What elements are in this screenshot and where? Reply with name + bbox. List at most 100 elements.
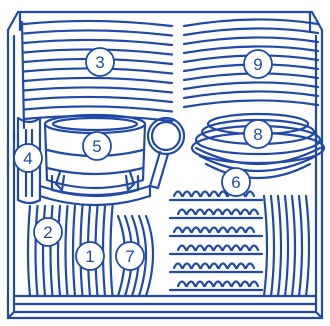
cutlery-item bbox=[210, 192, 218, 197]
cutlery-rack-6 bbox=[170, 192, 262, 291]
callout-3-label: 3 bbox=[95, 53, 104, 72]
cutlery-item bbox=[210, 264, 218, 269]
plate-edge bbox=[271, 196, 274, 296]
cutlery-item bbox=[237, 228, 245, 233]
plate-edge bbox=[24, 87, 172, 92]
cutlery-item bbox=[228, 264, 236, 269]
plate-edge bbox=[292, 196, 295, 296]
cutlery-item bbox=[246, 228, 254, 233]
callout-9-label: 9 bbox=[253, 55, 262, 74]
callout-5-label: 5 bbox=[92, 137, 101, 156]
cutlery-item bbox=[214, 210, 222, 215]
plate-stack-side bbox=[22, 22, 24, 128]
cutlery-item bbox=[187, 246, 195, 251]
cutlery-item bbox=[210, 228, 218, 233]
callout-6-label: 6 bbox=[231, 173, 240, 192]
plate-edge bbox=[184, 82, 318, 89]
cutlery-item bbox=[219, 264, 227, 269]
plate-edge bbox=[184, 91, 318, 98]
cutlery-item bbox=[214, 282, 222, 287]
cutlery-item bbox=[183, 192, 191, 197]
cutlery-item bbox=[232, 210, 240, 215]
cutlery-item bbox=[250, 210, 258, 215]
callout-2: 2 bbox=[34, 218, 62, 246]
cutlery-item bbox=[246, 192, 254, 197]
cutlery-item bbox=[187, 210, 195, 215]
callout-7-label: 7 bbox=[125, 247, 134, 266]
cutlery-item bbox=[178, 246, 186, 251]
callout-1: 1 bbox=[76, 242, 104, 270]
cutlery-item bbox=[214, 246, 222, 251]
cutlery-item bbox=[174, 192, 182, 197]
cutlery-item bbox=[196, 282, 204, 287]
cutlery-item bbox=[237, 264, 245, 269]
cutlery-item bbox=[201, 264, 209, 269]
cutlery-item bbox=[201, 228, 209, 233]
callout-4-label: 4 bbox=[23, 149, 32, 168]
callout-8-label: 8 bbox=[253, 125, 262, 144]
cutlery-item bbox=[241, 210, 249, 215]
cutlery-item bbox=[205, 246, 213, 251]
cutlery-item bbox=[241, 246, 249, 251]
plate-edge bbox=[36, 206, 38, 296]
cutlery-item bbox=[205, 210, 213, 215]
plate-edge bbox=[299, 196, 302, 296]
callout-1-label: 1 bbox=[85, 247, 94, 266]
plate-edge bbox=[184, 100, 318, 107]
cutlery-item bbox=[187, 282, 195, 287]
cutlery-item bbox=[178, 210, 186, 215]
plate-edge bbox=[24, 97, 172, 102]
plate-edge bbox=[306, 196, 309, 296]
plate-edge bbox=[278, 196, 281, 296]
cutlery-item bbox=[241, 282, 249, 287]
plate-edge bbox=[184, 28, 318, 35]
plate-edge bbox=[24, 30, 172, 35]
plate-edge bbox=[73, 206, 75, 296]
plate-edge bbox=[28, 206, 30, 296]
plates-lower-right bbox=[264, 196, 309, 296]
cutlery-item bbox=[232, 282, 240, 287]
cutlery-item bbox=[183, 264, 191, 269]
cutlery-item bbox=[228, 228, 236, 233]
plate-edge bbox=[24, 78, 172, 83]
cutlery-item bbox=[174, 264, 182, 269]
callout-9: 9 bbox=[244, 50, 272, 78]
cutlery-item bbox=[223, 210, 231, 215]
cutlery-item bbox=[223, 282, 231, 287]
cutlery-item bbox=[201, 192, 209, 197]
plate-edge bbox=[24, 40, 172, 45]
cutlery-item bbox=[192, 264, 200, 269]
plate-edge bbox=[66, 206, 68, 296]
cutlery-item bbox=[178, 282, 186, 287]
lower-rack-rail bbox=[14, 296, 316, 304]
cutlery-item bbox=[183, 228, 191, 233]
saucepan bbox=[148, 118, 184, 188]
cutlery-item bbox=[250, 282, 258, 287]
plate-edge bbox=[285, 196, 288, 296]
cutlery-item bbox=[196, 210, 204, 215]
plate-edge bbox=[58, 206, 60, 296]
callout-5: 5 bbox=[83, 132, 111, 160]
cutlery-item bbox=[219, 228, 227, 233]
cutlery-item bbox=[232, 246, 240, 251]
callout-4: 4 bbox=[14, 144, 42, 172]
callout-6: 6 bbox=[222, 168, 250, 196]
callout-8: 8 bbox=[244, 120, 272, 148]
callout-2-label: 2 bbox=[43, 223, 52, 242]
plate-edge bbox=[184, 37, 318, 44]
plate-edge bbox=[24, 106, 172, 111]
cutlery-item bbox=[196, 246, 204, 251]
cutlery-item bbox=[223, 246, 231, 251]
plate-edge bbox=[24, 21, 172, 26]
cutlery-item bbox=[250, 246, 258, 251]
cutlery-item bbox=[246, 264, 254, 269]
cutlery-item bbox=[192, 192, 200, 197]
cutlery-item bbox=[192, 228, 200, 233]
cutlery-item bbox=[174, 228, 182, 233]
plate-edge bbox=[111, 206, 113, 296]
cutlery-item bbox=[205, 282, 213, 287]
plate-edge bbox=[184, 19, 318, 26]
plate-edge bbox=[264, 196, 267, 296]
